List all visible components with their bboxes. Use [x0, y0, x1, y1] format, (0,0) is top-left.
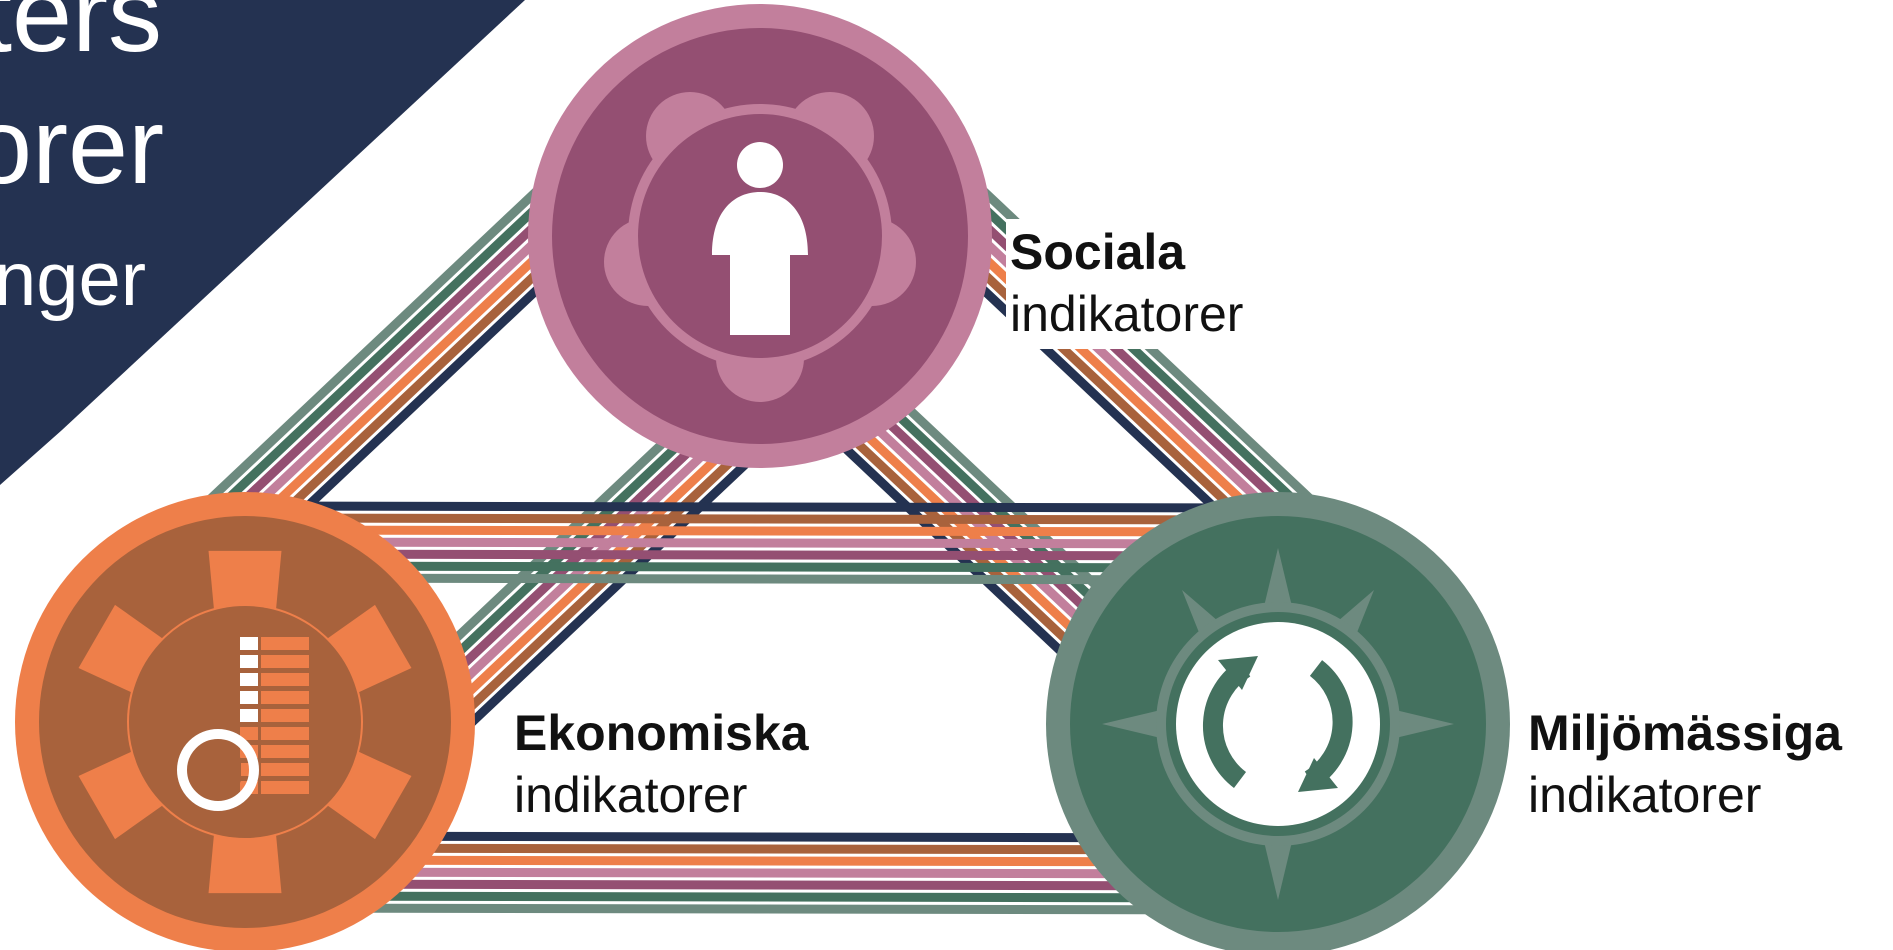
gear-chart-icon	[78, 550, 412, 894]
chart-bar-cell	[261, 781, 309, 794]
economic-environmental-inner-line	[245, 501, 1279, 513]
environmental-node	[1046, 492, 1510, 950]
gear-tooth	[208, 550, 282, 617]
banner-subtitle-line: nger	[0, 237, 147, 322]
chart-bar-cell	[240, 709, 258, 722]
chart-bar-cell	[261, 763, 309, 776]
economic-environmental-inner-line	[245, 513, 1279, 525]
chart-bar-cell	[261, 691, 309, 704]
recycle-arrows-icon	[1102, 548, 1454, 900]
economic-indicators-label: Ekonomiska indikatorer	[510, 700, 817, 830]
economic-environmental-outer-line	[244, 879, 1278, 891]
chart-bar-cell	[261, 727, 309, 740]
chart-bar-cell	[261, 745, 309, 758]
social-title: Sociala	[1010, 224, 1186, 280]
economic-environmental-inner-line	[245, 549, 1279, 561]
economic-title: Ekonomiska	[514, 705, 809, 761]
economic-node	[15, 492, 475, 950]
chart-bar-cell	[261, 655, 309, 668]
chart-bar-cell	[261, 673, 309, 686]
chart-bar-cell	[240, 691, 258, 704]
chart-bar-cell	[240, 727, 258, 740]
chart-bar-cell	[240, 655, 258, 668]
environmental-subtitle: indikatorer	[1528, 767, 1762, 823]
environmental-title: Miljömässiga	[1528, 705, 1842, 761]
social-node	[528, 4, 992, 468]
chart-bar-cell	[261, 709, 309, 722]
economic-environmental-inner-line	[245, 561, 1279, 573]
social-subtitle: indikatorer	[1010, 286, 1244, 342]
economic-environmental-inner-line	[245, 537, 1279, 549]
economic-environmental-outer-line	[244, 891, 1278, 903]
social-indicators-label: Sociala indikatorer	[1006, 219, 1252, 349]
person-icon	[604, 92, 916, 402]
economic-subtitle: indikatorer	[514, 767, 748, 823]
gear-tooth	[208, 827, 282, 894]
banner-title-line-2: orer	[0, 85, 165, 206]
environmental-indicators-label: Miljömässiga indikatorer	[1524, 700, 1850, 830]
banner-shape	[0, 0, 525, 485]
chart-bar-cell	[240, 673, 258, 686]
banner-title-line-1: ters	[0, 0, 163, 74]
economic-environmental-outer-line	[244, 903, 1278, 915]
chart-bar-cell	[261, 637, 309, 650]
economic-environmental-inner-line	[245, 525, 1279, 537]
chart-bar-cell	[240, 637, 258, 650]
